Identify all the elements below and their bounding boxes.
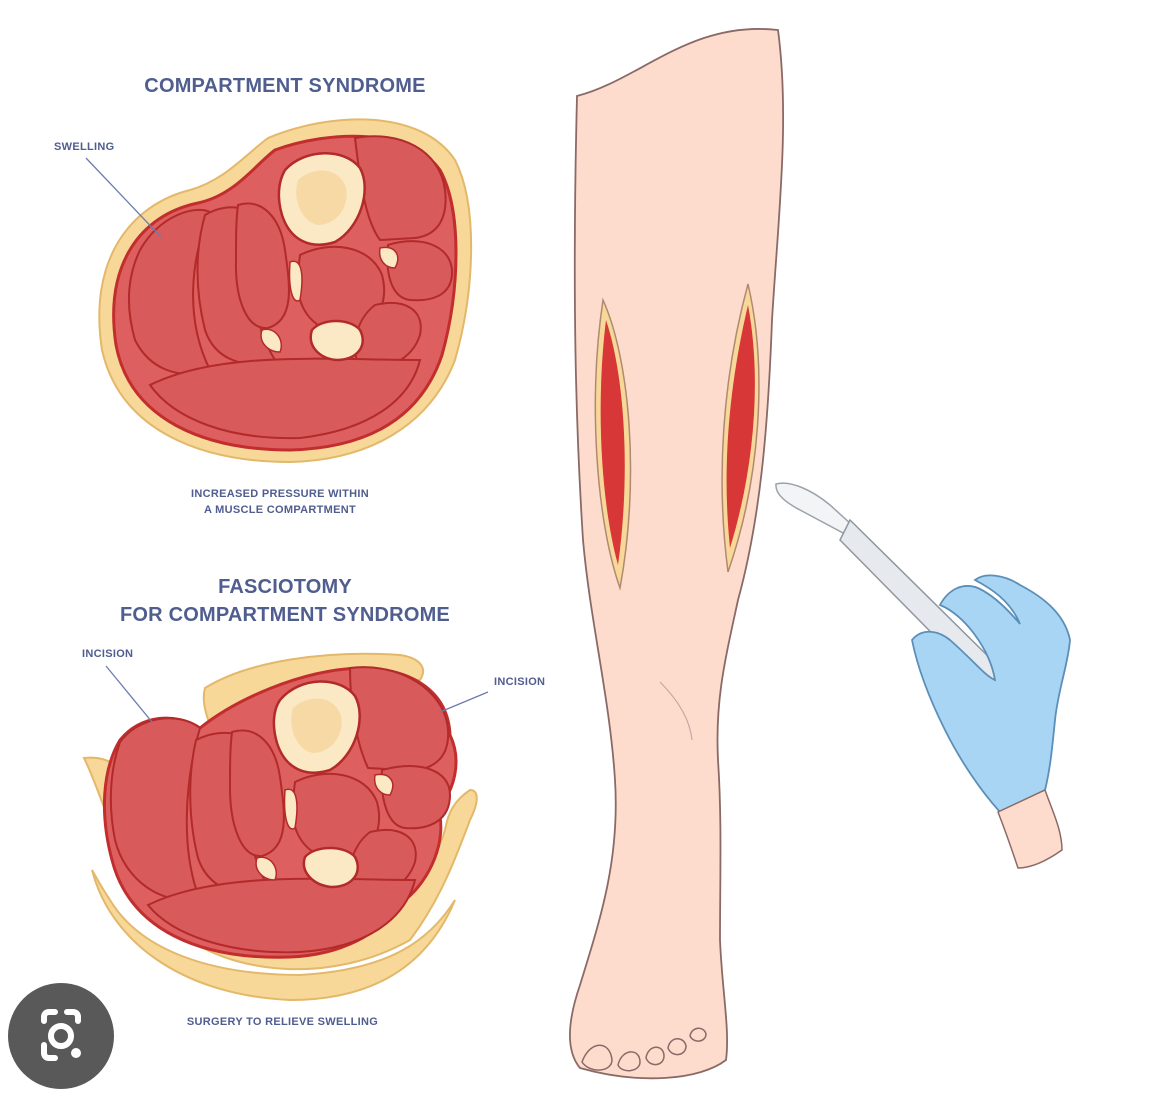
caption-increased-pressure-line1: INCREASED PRESSURE WITHIN — [190, 488, 370, 500]
leg-illustration — [568, 28, 785, 1080]
muscle-posterior — [148, 357, 422, 440]
caption-increased-pressure: INCREASED PRESSURE WITHIN A MUSCLE COMPA… — [150, 486, 410, 518]
caption-surgery: SURGERY TO RELIEVE SWELLING — [186, 1016, 379, 1028]
scalpel-hand-illustration — [775, 482, 1071, 869]
title-fasciotomy: FASCIOTOMY FOR COMPARTMENT SYNDROME — [90, 573, 480, 629]
incision-pointer-left — [105, 665, 153, 723]
label-incision-right: INCISION — [494, 676, 546, 688]
forearm — [997, 788, 1063, 869]
muscle-mid — [234, 202, 290, 330]
title-compartment-syndrome: COMPARTMENT SYNDROME — [144, 75, 426, 97]
title-fasciotomy-line1: FASCIOTOMY — [218, 576, 352, 598]
caption-increased-pressure-line2: A MUSCLE COMPARTMENT — [203, 504, 357, 516]
fibula-bone — [309, 319, 364, 362]
cross-section-fasciotomy — [82, 652, 489, 1002]
swelling-pointer — [85, 157, 163, 239]
lens-search-button[interactable] — [8, 983, 114, 1089]
title-fasciotomy-line2: FOR COMPARTMENT SYNDROME — [120, 604, 450, 626]
muscle-right — [386, 240, 454, 302]
label-swelling: SWELLING — [54, 141, 115, 153]
glove-hand — [911, 574, 1071, 814]
incision-pointer-right — [439, 691, 489, 713]
leg-skin — [568, 28, 785, 1080]
scalpel-blade — [775, 482, 854, 535]
fibula-bone-2 — [302, 846, 359, 889]
muscle-lateral — [127, 208, 212, 375]
cross-section-swollen — [85, 118, 473, 464]
lens-camera-icon — [41, 1009, 81, 1061]
label-incision-left: INCISION — [82, 648, 134, 660]
fat-bottom — [91, 869, 456, 1002]
